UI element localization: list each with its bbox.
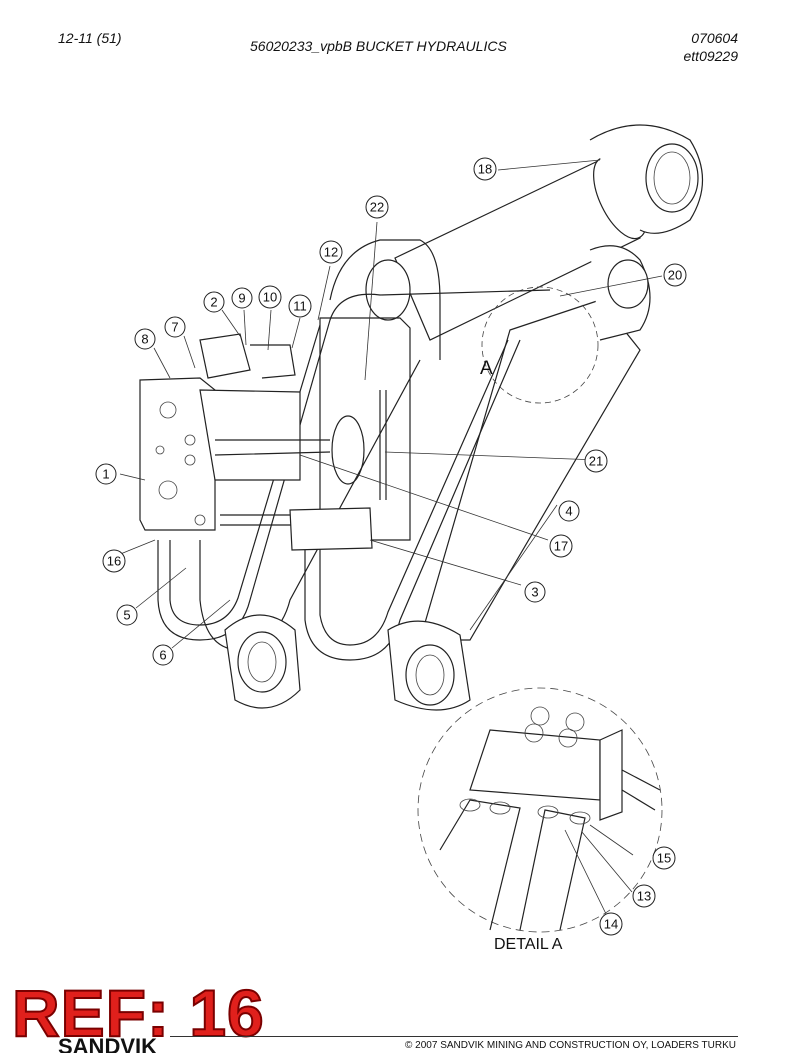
callout-10: 10: [258, 285, 282, 309]
svg-text:12: 12: [324, 245, 338, 260]
callout-7: 7: [164, 316, 186, 338]
svg-text:8: 8: [141, 332, 148, 347]
callout-3: 3: [524, 581, 546, 603]
callout-18: 18: [473, 157, 497, 181]
callout-20: 20: [663, 263, 687, 287]
svg-text:20: 20: [668, 268, 682, 283]
callout-21: 21: [584, 449, 608, 473]
callout-6: 6: [152, 644, 174, 666]
valve-block: [139, 333, 373, 551]
callout-9: 9: [231, 287, 253, 309]
ref-badge: REF: 16: [11, 976, 265, 1050]
svg-text:6: 6: [159, 648, 166, 663]
detail-marker: A: [480, 358, 493, 379]
callout-5: 5: [116, 604, 138, 626]
callout-17: 17: [549, 534, 573, 558]
callout-4: 4: [558, 500, 580, 522]
callout-22: 22: [365, 195, 389, 219]
svg-text:9: 9: [238, 291, 245, 306]
svg-text:2: 2: [210, 295, 217, 310]
document-code: 070604: [691, 30, 738, 46]
svg-text:18: 18: [478, 162, 492, 177]
document-title: 56020233_vpbB BUCKET HYDRAULICS: [250, 38, 507, 54]
lower-cylinder: [419, 245, 651, 641]
callout-11: 11: [288, 294, 312, 318]
page-number: 12-11 (51): [58, 30, 122, 46]
svg-text:10: 10: [263, 290, 277, 305]
svg-text:17: 17: [554, 539, 568, 554]
callout-1: 1: [95, 463, 117, 485]
brand-logo: SANDVIK: [58, 1036, 158, 1053]
svg-text:4: 4: [565, 504, 572, 519]
svg-text:7: 7: [171, 320, 178, 335]
detail-label: DETAIL A: [494, 936, 563, 953]
callout-12: 12: [319, 240, 343, 264]
callout-14: 14: [599, 912, 623, 936]
leader-lines: [117, 159, 663, 919]
footer-rule: [170, 1036, 738, 1037]
callout-2: 2: [203, 291, 225, 313]
svg-text:22: 22: [370, 200, 384, 215]
callout-13: 13: [632, 884, 656, 908]
svg-text:3: 3: [531, 585, 538, 600]
callout-15: 15: [652, 846, 676, 870]
document-reference: ett09229: [683, 48, 739, 64]
svg-text:21: 21: [589, 454, 603, 469]
svg-text:11: 11: [293, 299, 307, 314]
svg-text:5: 5: [123, 608, 130, 623]
copyright-notice: © 2007 SANDVIK MINING AND CONSTRUCTION O…: [405, 1040, 736, 1051]
rod-ends: [224, 614, 471, 711]
svg-text:14: 14: [604, 917, 618, 932]
svg-text:1: 1: [102, 467, 109, 482]
svg-text:16: 16: [107, 554, 121, 569]
svg-text:13: 13: [637, 889, 651, 904]
svg-text:15: 15: [657, 851, 671, 866]
detail-a-view: [417, 687, 663, 933]
callout-8: 8: [134, 328, 156, 350]
bucket-cylinder: [394, 124, 704, 341]
callout-16: 16: [102, 549, 126, 573]
